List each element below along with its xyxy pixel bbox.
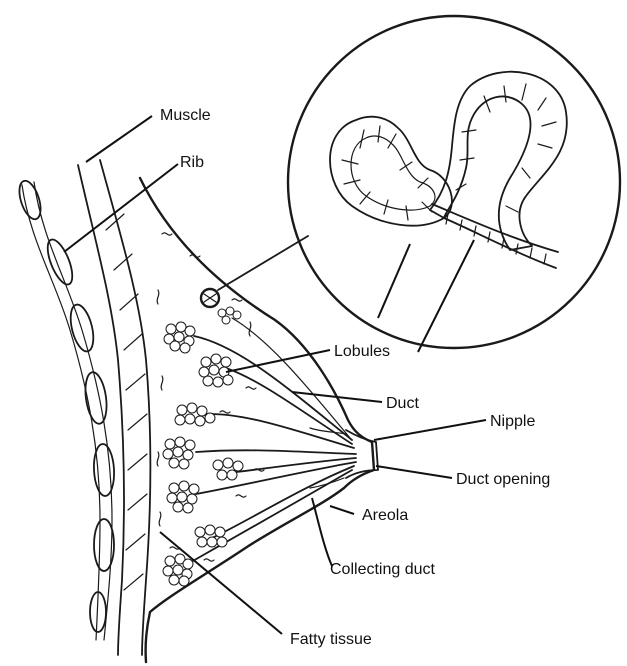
rib-segment xyxy=(93,444,116,497)
leader-nipple xyxy=(374,420,486,440)
fatty-tissue-marks xyxy=(157,233,264,561)
label-rib: Rib xyxy=(180,154,204,171)
label-lobules: Lobules xyxy=(334,343,390,360)
inset-lobule-right xyxy=(430,72,567,250)
label-muscle: Muscle xyxy=(160,107,211,124)
inset-lobule-left xyxy=(330,117,452,226)
lobule-cluster xyxy=(199,354,233,387)
label-nipple: Nipple xyxy=(490,413,535,430)
muscle-fiber xyxy=(124,574,143,590)
duct-branch xyxy=(196,450,356,454)
fat-squiggle xyxy=(220,411,230,413)
fat-squiggle xyxy=(232,299,242,301)
muscle-fiber xyxy=(128,414,147,430)
muscle-fiber xyxy=(128,494,147,510)
lobule-cluster xyxy=(163,437,195,469)
muscle-fiber xyxy=(126,374,145,390)
fat-squiggle xyxy=(159,512,161,526)
fat-squiggle xyxy=(204,559,214,561)
rib-segment xyxy=(82,371,109,425)
muscle-fiber xyxy=(128,454,147,470)
label-collecting-duct: Collecting duct xyxy=(330,561,436,578)
label-duct: Duct xyxy=(386,395,419,412)
leader-muscle xyxy=(86,116,152,162)
fat-squiggle xyxy=(157,290,159,304)
rib-segment xyxy=(15,178,44,222)
fat-squiggle xyxy=(246,387,256,389)
leader-lobules-inset xyxy=(378,244,410,318)
inset-pointer xyxy=(218,236,308,290)
fat-squiggle xyxy=(236,495,246,497)
muscle-fiber xyxy=(126,534,145,550)
highlighted-lobule xyxy=(201,289,219,307)
inset-circle xyxy=(288,16,620,348)
rib-chain xyxy=(15,178,115,640)
muscle-fiber xyxy=(120,294,138,310)
muscle-fiber xyxy=(124,334,142,350)
rib-chain-line-outer xyxy=(22,185,100,640)
fat-squiggle xyxy=(249,322,251,336)
leader-collecting-duct xyxy=(312,498,332,566)
muscle-outline-right xyxy=(100,160,151,655)
lobule-cluster xyxy=(195,525,227,547)
label-duct-opening: Duct opening xyxy=(456,471,550,488)
lobule-cluster xyxy=(163,554,193,586)
lobule-cluster xyxy=(213,458,243,480)
magnified-inset xyxy=(218,16,620,348)
muscle-outline-left xyxy=(78,165,124,655)
lobule-cluster xyxy=(167,481,199,513)
leader-duct xyxy=(292,392,382,402)
leader-lines xyxy=(64,116,486,634)
fat-squiggle xyxy=(157,452,159,466)
inset-duct xyxy=(432,204,558,268)
label-areola: Areola xyxy=(362,507,408,524)
fat-squiggle xyxy=(161,376,163,390)
leader-areola xyxy=(330,506,354,514)
rib-chain-line-inner xyxy=(34,182,112,640)
fat-squiggle xyxy=(162,233,172,235)
lobule-cluster xyxy=(175,403,215,426)
rib-segment xyxy=(43,236,78,287)
leader-duct-opening xyxy=(376,466,452,478)
lobule-cluster xyxy=(164,322,195,353)
label-fatty-tissue: Fatty tissue xyxy=(290,631,372,648)
leader-duct-inset xyxy=(418,240,474,352)
